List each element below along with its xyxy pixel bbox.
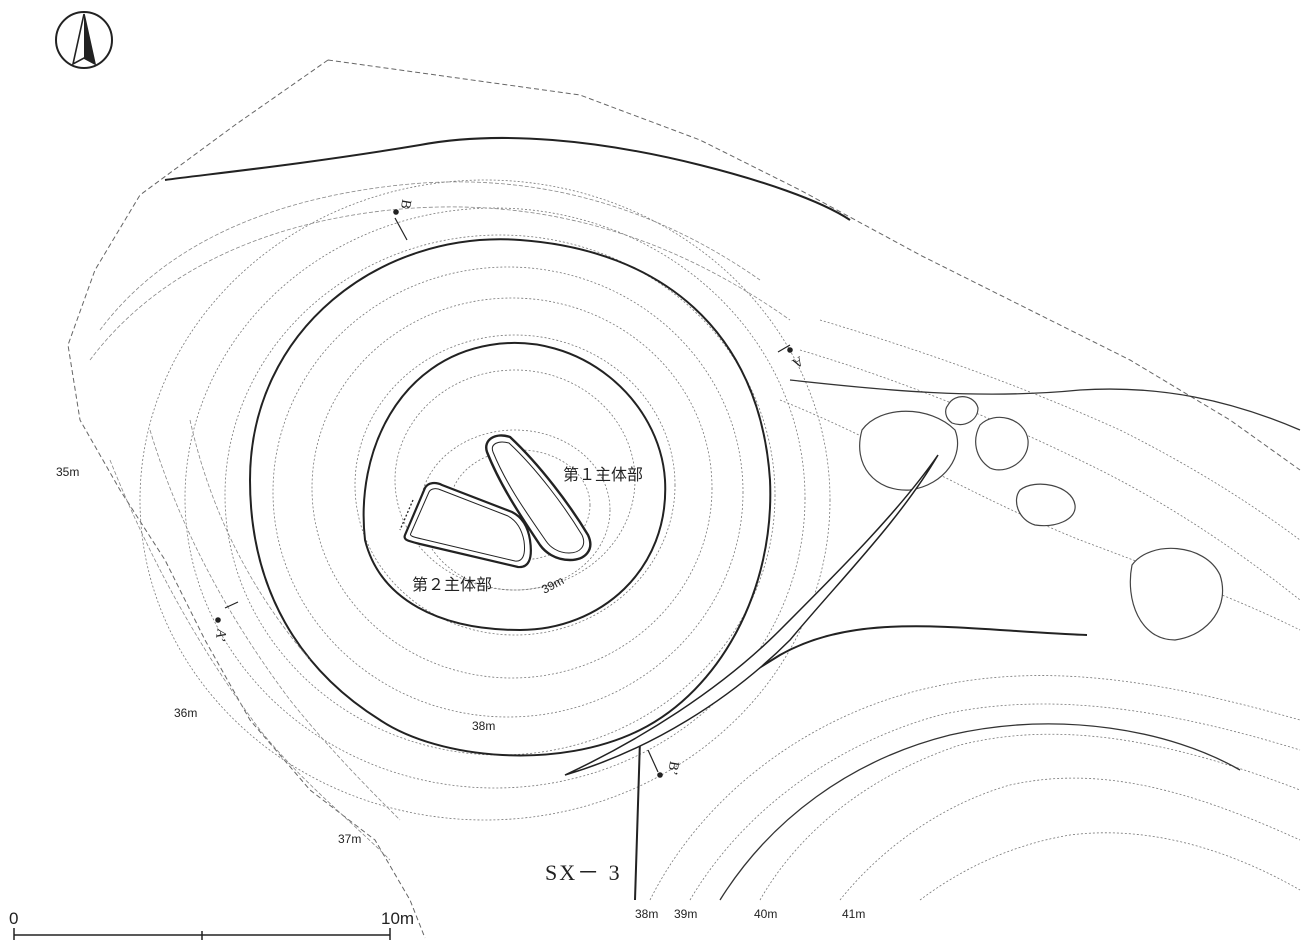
contour-label-35: 35m (56, 465, 80, 479)
burial-label-first: 第１主体部 (563, 465, 644, 484)
scale-start-label: 0 (9, 909, 19, 928)
contour-label-39-bottom: 39m (674, 907, 698, 921)
stones (859, 396, 1224, 641)
section-point-b-prime: B’ (663, 759, 682, 777)
contour-label-41-bottom: 41m (842, 907, 866, 921)
burial-pit-1 (485, 434, 592, 562)
contour-solid-south (719, 723, 1241, 901)
survey-boundary (67, 59, 1301, 939)
contour-lines-south (649, 675, 1301, 901)
burial-label-second: 第２主体部 (412, 575, 493, 594)
contour-label-36: 36m (174, 706, 198, 720)
contour-solid (164, 136, 1088, 901)
contour-lines-east (779, 319, 1301, 631)
scale-bar (13, 928, 391, 940)
section-markers (215, 209, 793, 778)
scale-end-label: 10m (381, 909, 415, 928)
contour-label-38-left: 38m (472, 719, 496, 733)
contour-solid-east (789, 379, 1301, 431)
ditch-cut (564, 454, 939, 776)
section-point-a-prime: A’ (211, 627, 229, 643)
contour-lines-slope (89, 181, 791, 861)
burial-pit-2 (399, 481, 532, 569)
feature-id: SX－ 3 (545, 860, 622, 885)
north-arrow-icon (55, 11, 113, 69)
contour-label-40-bottom: 40m (754, 907, 778, 921)
contour-label-38-bottom: 38m (635, 907, 659, 921)
contour-lines-mound (139, 179, 831, 821)
contour-label-37: 37m (338, 832, 362, 846)
